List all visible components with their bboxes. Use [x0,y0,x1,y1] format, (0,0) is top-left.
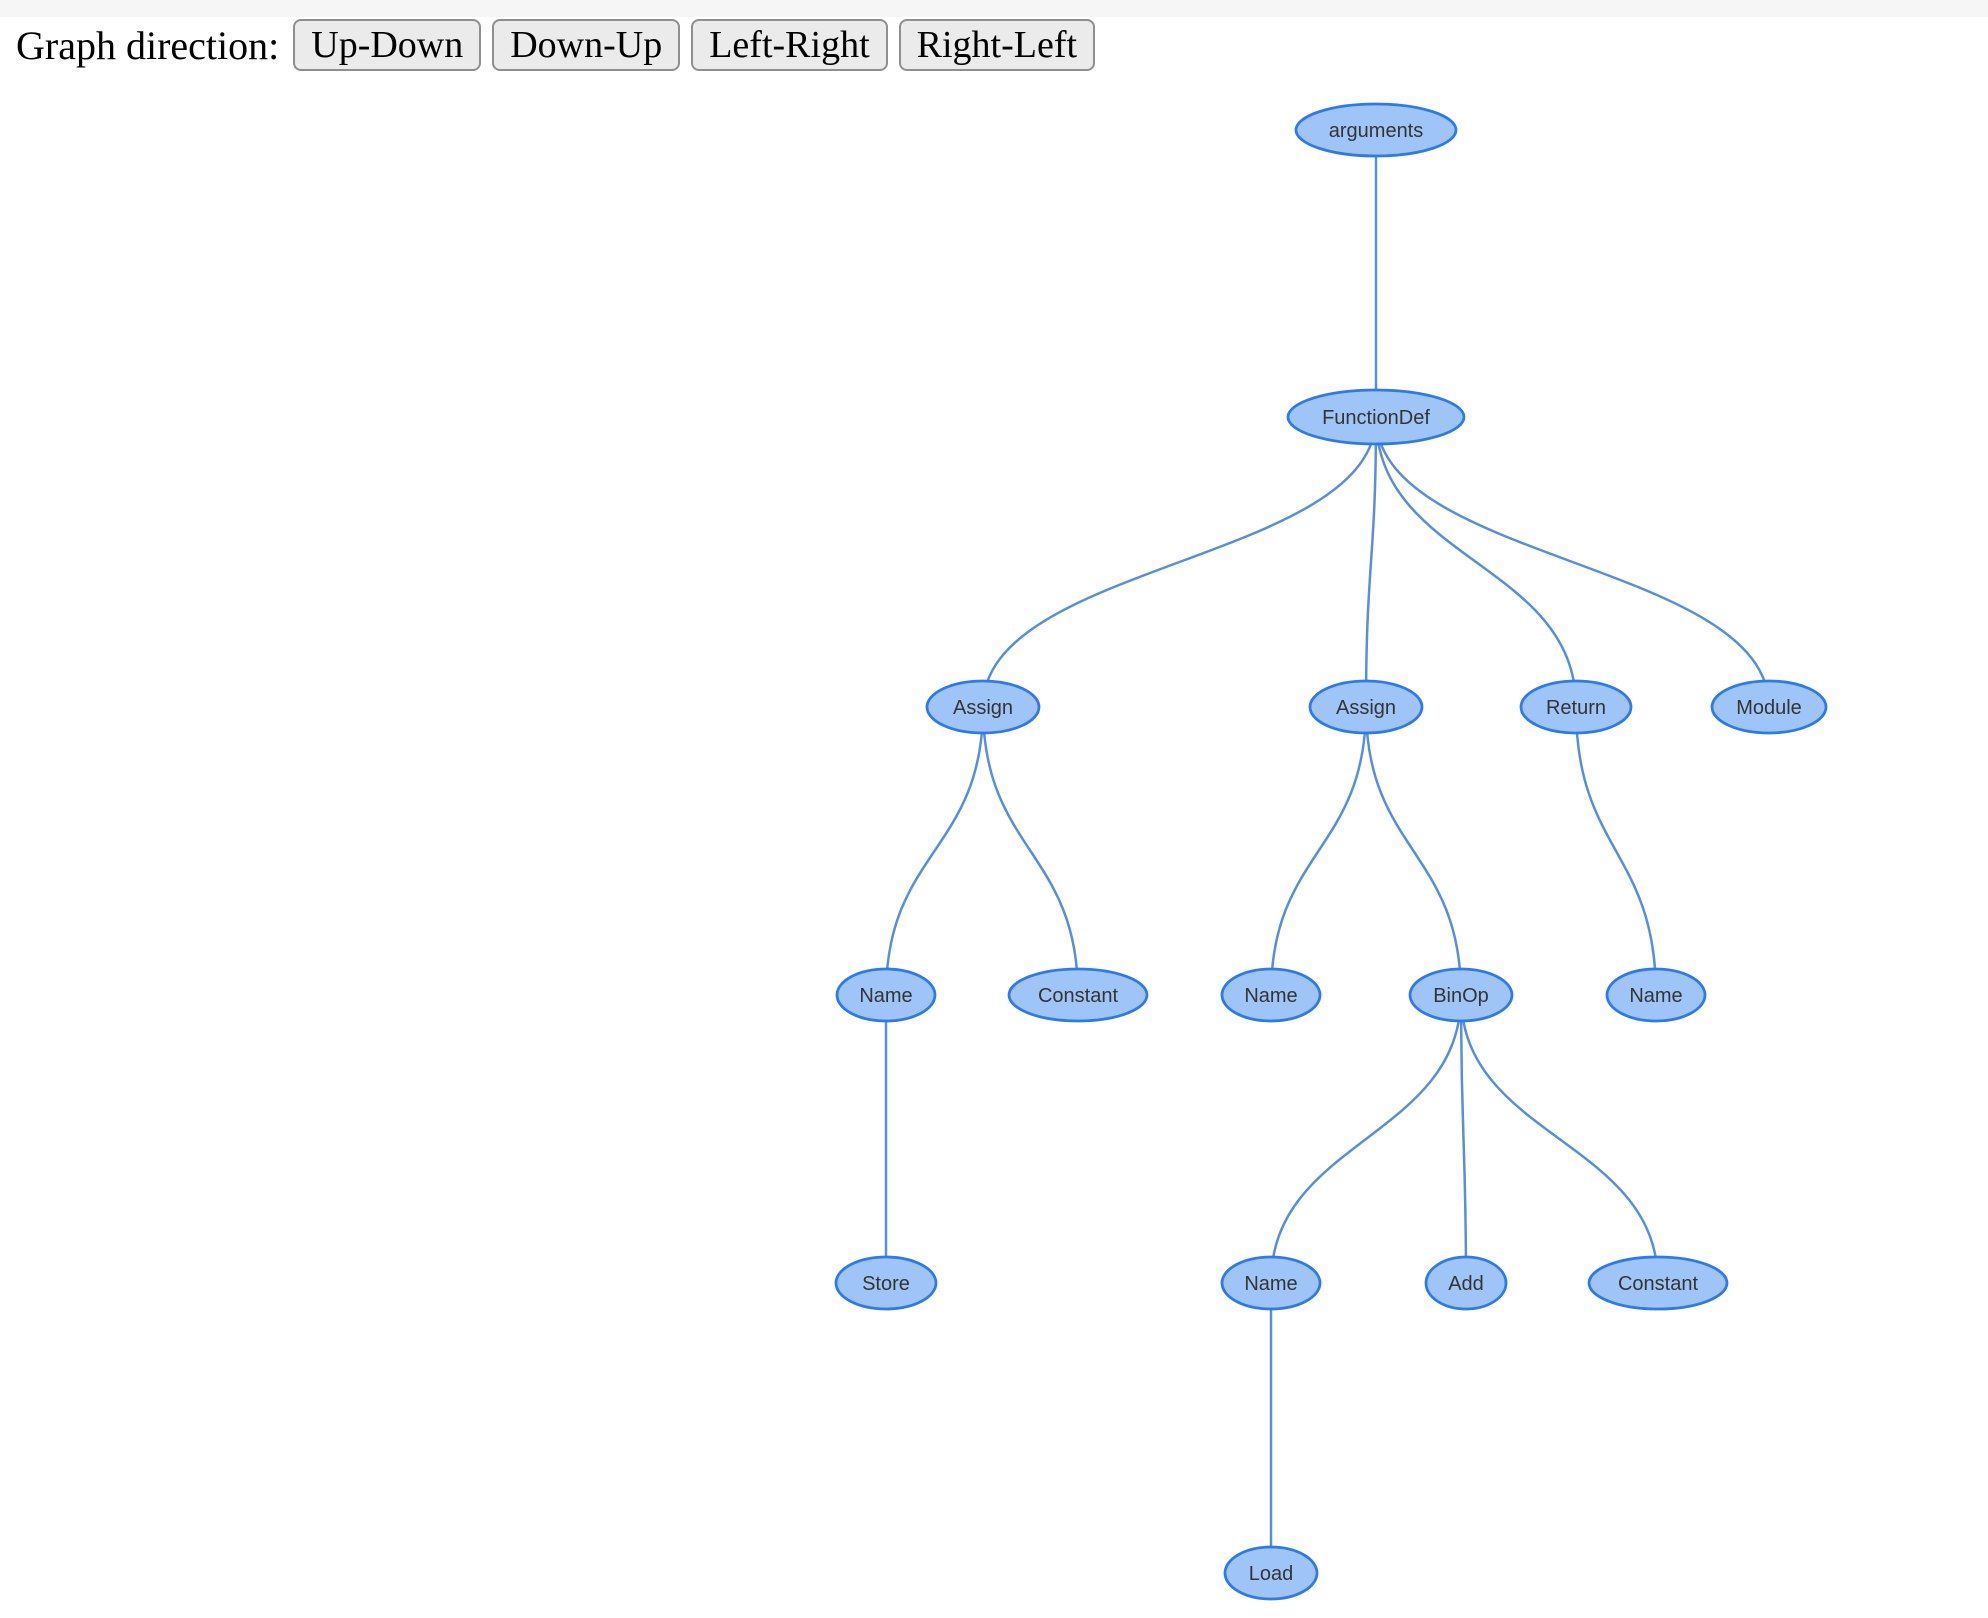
node-ellipse-constant1[interactable] [1007,967,1149,1023]
edge-binop1-constant2 [1459,994,1660,1284]
node-ellipse-assign1[interactable] [925,679,1041,735]
edge-functiondef-return1 [1374,416,1578,708]
node-ellipse-arguments1[interactable] [1294,102,1458,158]
node-ellipse-return1[interactable] [1519,679,1633,735]
edges-layer [884,129,1771,1573]
graph-node-functiondef[interactable]: FunctionDef [1286,388,1466,446]
edge-assign2-name2 [1269,706,1368,996]
node-label-name1: Name [859,985,912,1007]
node-label-name3: Name [1629,985,1682,1007]
node-label-name4: Name [1244,1273,1297,1295]
page-top-strip [0,0,1988,17]
node-ellipse-name1[interactable] [835,967,937,1023]
graph-node-constant1[interactable]: Constant [1007,967,1149,1023]
edge-assign1-constant1 [981,706,1080,996]
node-ellipse-module1[interactable] [1710,679,1828,735]
graph-node-constant2[interactable]: Constant [1587,1255,1729,1311]
node-label-module1: Module [1736,697,1802,719]
edge-functiondef-module1 [1374,416,1771,708]
graph-node-assign1[interactable]: Assign [925,679,1041,735]
node-ellipse-constant2[interactable] [1587,1255,1729,1311]
graph-node-name3[interactable]: Name [1605,967,1707,1023]
node-label-binop1: BinOp [1433,985,1489,1007]
edge-functiondef-assign1 [981,416,1378,708]
graph-direction-label: Graph direction: [16,22,280,68]
node-label-assign2: Assign [1336,697,1396,719]
graph-node-module1[interactable]: Module [1710,679,1828,735]
graph-node-arguments1[interactable]: arguments [1294,102,1458,158]
direction-button-du[interactable]: Down-Up [492,19,681,71]
node-label-assign1: Assign [953,697,1013,719]
graph-node-add1[interactable]: Add [1424,1255,1508,1311]
edge-assign2-binop1 [1364,706,1463,996]
direction-button-rl[interactable]: Right-Left [898,19,1096,71]
graph-node-name2[interactable]: Name [1220,967,1322,1023]
graph-node-assign2[interactable]: Assign [1308,679,1424,735]
node-label-functiondef: FunctionDef [1322,407,1430,429]
node-ellipse-load1[interactable] [1223,1545,1319,1601]
node-label-constant2: Constant [1618,1273,1698,1295]
edge-assign1-name1 [884,706,985,996]
node-ellipse-name4[interactable] [1220,1255,1322,1311]
node-ellipse-add1[interactable] [1424,1255,1508,1311]
node-ellipse-store1[interactable] [834,1255,938,1311]
node-ellipse-name3[interactable] [1605,967,1707,1023]
graph-node-binop1[interactable]: BinOp [1408,967,1514,1023]
node-label-add1: Add [1448,1273,1484,1295]
graph-node-name4[interactable]: Name [1220,1255,1322,1311]
graph-node-name1[interactable]: Name [835,967,937,1023]
edge-return1-name3 [1574,706,1658,996]
node-ellipse-binop1[interactable] [1408,967,1514,1023]
node-ellipse-assign2[interactable] [1308,679,1424,735]
edge-binop1-name4 [1269,994,1463,1284]
node-label-store1: Store [862,1273,910,1295]
graph-node-return1[interactable]: Return [1519,679,1633,735]
direction-button-lr[interactable]: Left-Right [691,19,888,71]
direction-button-ud[interactable]: Up-Down [293,19,482,71]
node-ellipse-functiondef[interactable] [1286,388,1466,446]
graph-node-store1[interactable]: Store [834,1255,938,1311]
graph-node-load1[interactable]: Load [1223,1545,1319,1601]
node-label-arguments1: arguments [1329,120,1424,142]
edge-binop1-add1 [1459,994,1468,1284]
node-ellipse-name2[interactable] [1220,967,1322,1023]
node-label-load1: Load [1249,1563,1294,1585]
edge-functiondef-assign2 [1364,416,1378,708]
node-label-return1: Return [1546,697,1606,719]
node-label-name2: Name [1244,985,1297,1007]
node-label-constant1: Constant [1038,985,1118,1007]
